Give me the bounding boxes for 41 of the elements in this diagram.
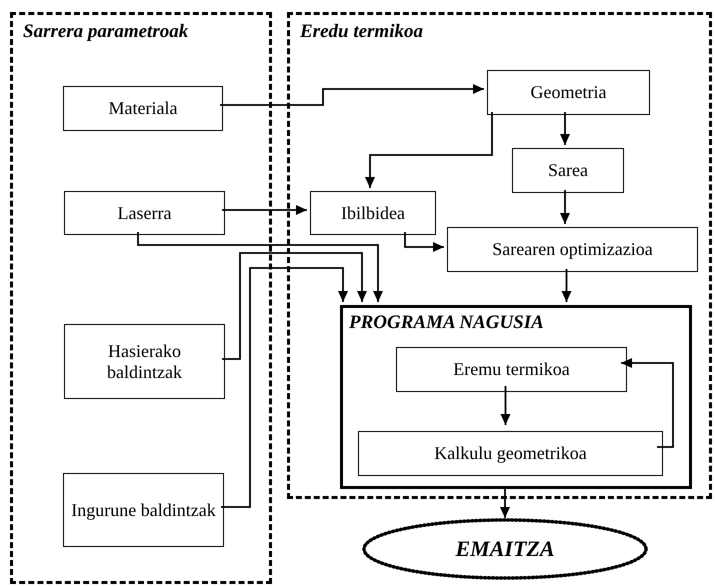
arrow — [500, 486, 510, 518]
program-frame — [340, 305, 692, 489]
result-label: EMAITZA — [455, 536, 555, 562]
arrow — [137, 232, 383, 302]
process-box — [64, 191, 225, 235]
box-label: Sarea — [548, 160, 588, 181]
process-box — [447, 227, 698, 272]
box-label: Sarearen optimizazioa — [492, 239, 653, 260]
box-label: Ingurune baldintzak — [71, 500, 216, 520]
arrow — [621, 358, 674, 448]
arrow — [404, 232, 444, 252]
box-label: Ibilbidea — [341, 202, 405, 224]
process-box — [487, 70, 650, 115]
result-ellipse — [362, 518, 648, 580]
box-label: Geometria — [530, 82, 606, 103]
process-box — [310, 191, 436, 235]
arrow — [560, 112, 570, 145]
dashed-group-frame — [10, 12, 272, 584]
box-label: Eremu termikoa — [453, 359, 570, 380]
arrow — [222, 205, 307, 215]
arrow — [500, 386, 510, 425]
box-label: Hasierako baldintzak — [106, 340, 183, 382]
arrow — [220, 84, 484, 106]
group-heading: Sarrera parametroak — [23, 21, 188, 43]
arrow — [365, 112, 493, 188]
group-heading: Eredu termikoa — [300, 21, 423, 43]
process-box — [64, 324, 225, 399]
process-box — [358, 431, 663, 476]
process-box — [63, 473, 224, 547]
arrow — [221, 267, 348, 508]
dashed-group-frame — [287, 12, 712, 499]
arrow — [222, 252, 367, 360]
process-box — [396, 347, 627, 392]
group-heading: PROGRAMA NAGUSIA — [349, 312, 544, 334]
box-label: Materiala — [108, 98, 178, 119]
process-box — [512, 148, 624, 193]
arrow — [562, 269, 572, 302]
process-box — [63, 86, 223, 131]
arrow — [560, 190, 570, 224]
box-label: Laserra — [118, 202, 172, 224]
box-label: Kalkulu geometrikoa — [434, 443, 587, 464]
